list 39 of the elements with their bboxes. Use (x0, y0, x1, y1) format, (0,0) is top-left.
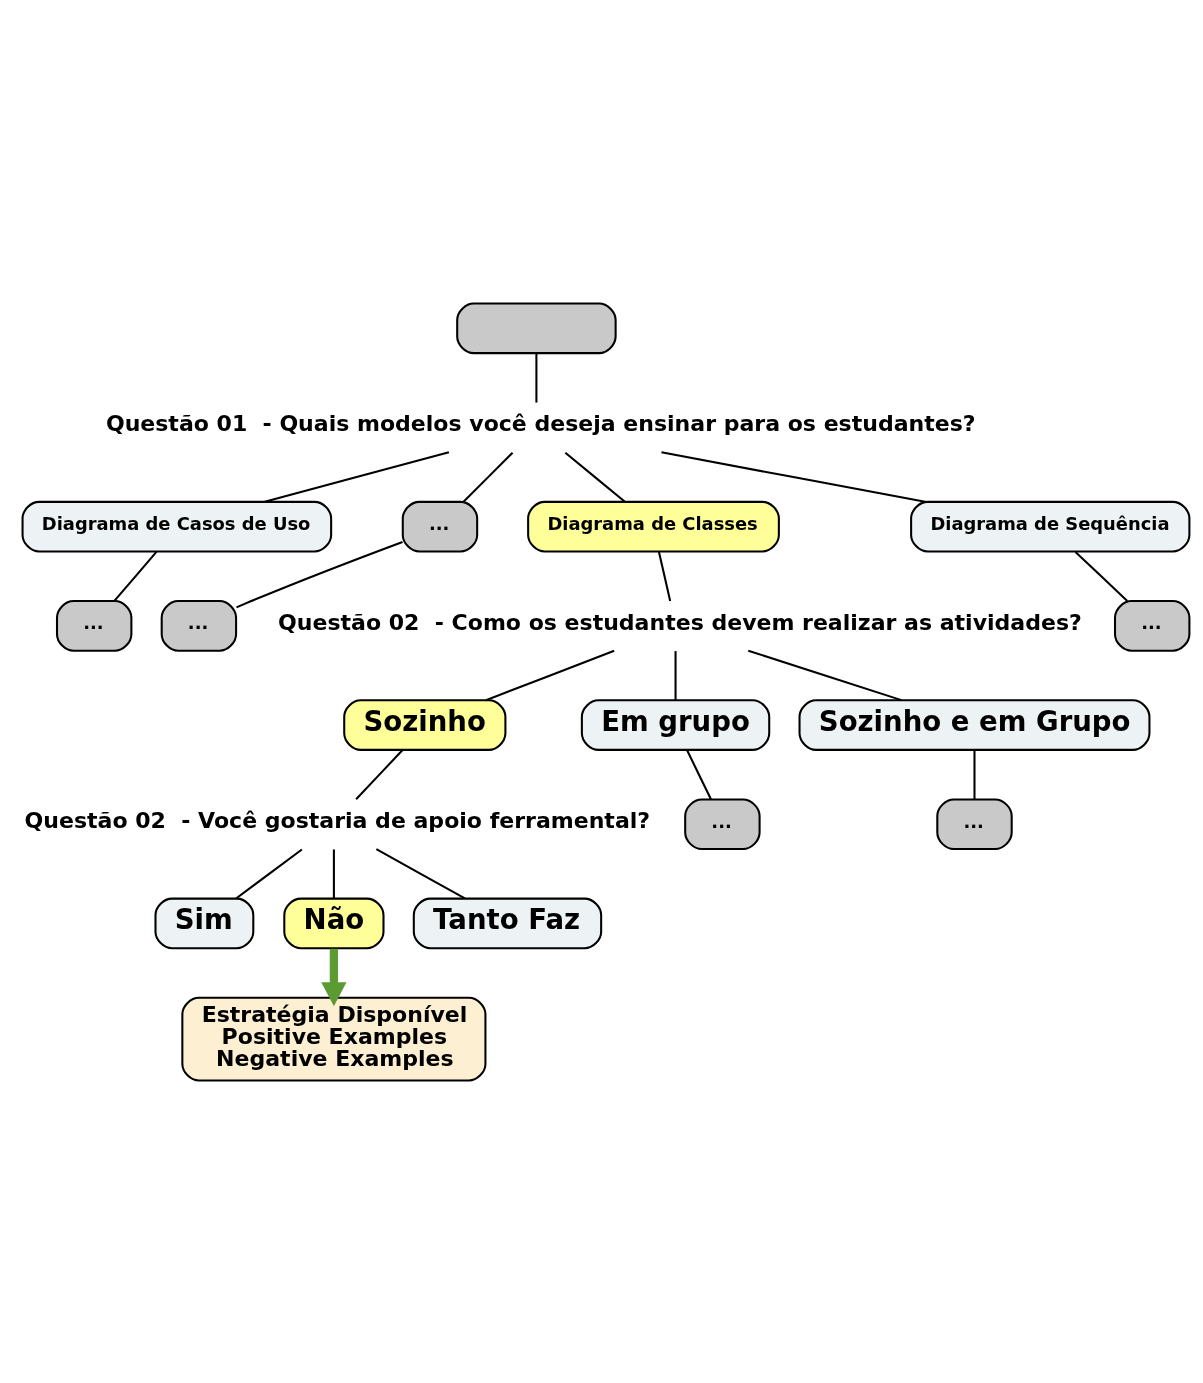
connector (535, 353, 538, 403)
connector (674, 650, 677, 700)
connector (264, 450, 450, 503)
node-text: Questão 01 - Quais modelos você deseja ensinar para os estudantes? (105, 410, 976, 436)
node-box: Sozinho e em Grupo (798, 698, 1151, 751)
node-box: ... (1113, 599, 1191, 652)
node-box: Sim (154, 897, 255, 949)
node-box: ... (684, 797, 761, 850)
connector (657, 551, 672, 601)
connector (332, 848, 335, 898)
node-box: ... (936, 797, 1013, 850)
node-box: ... (401, 500, 479, 552)
connector (748, 649, 902, 701)
node-box: ... (55, 599, 133, 652)
connector (462, 451, 514, 502)
connector (235, 848, 303, 899)
node-box: Tanto Faz (412, 897, 603, 949)
node-box: Diagrama de Classes (527, 500, 780, 552)
node-box: Diagrama de Casos de Uso (21, 500, 333, 552)
node-box: Não (283, 897, 385, 949)
connector (973, 749, 976, 799)
connector (1074, 550, 1128, 602)
node-box: Estratégia Disponível Positive Examples Negative Examples (181, 996, 487, 1082)
node-box: Em grupo (580, 698, 771, 751)
node-box (456, 301, 617, 354)
node-box: ... (160, 599, 238, 652)
arrow (321, 948, 347, 1006)
connector (661, 450, 926, 503)
node-text: Questão 02 - Como os estudantes devem realizar as atividades? (278, 609, 1082, 635)
connector (375, 847, 466, 899)
node-box: Sozinho (343, 698, 507, 751)
connector (236, 540, 403, 608)
connector (113, 550, 158, 602)
connector (686, 749, 712, 800)
node-text: Questão 02 - Você gostaria de apoio ferramental? (24, 807, 651, 833)
connector (485, 649, 615, 701)
connector (564, 451, 626, 503)
connector (355, 749, 404, 800)
node-box: Diagrama de Sequência (910, 500, 1191, 552)
